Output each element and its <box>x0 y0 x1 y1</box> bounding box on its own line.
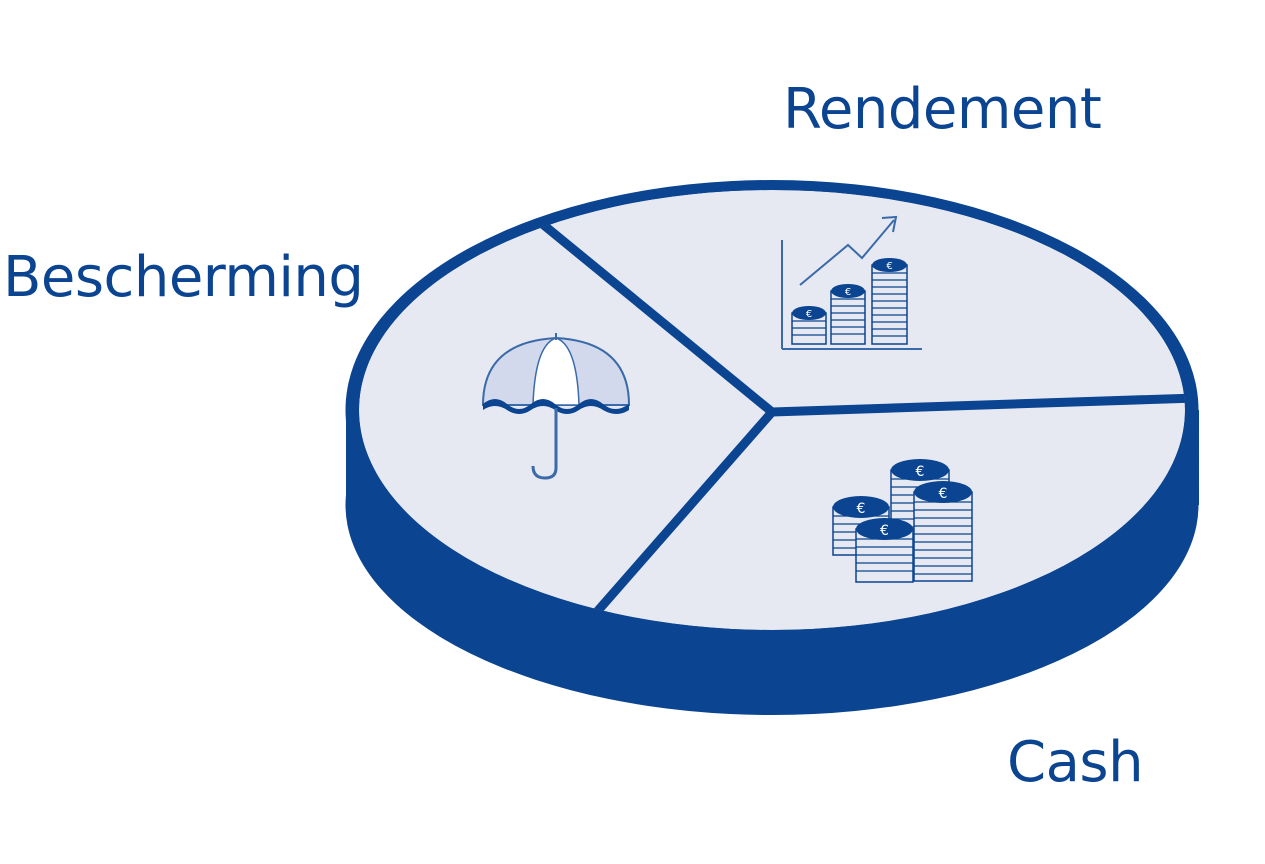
svg-text:€: € <box>886 261 892 272</box>
coin-stacks-icon: € € <box>832 459 973 583</box>
divider-cash-bescherming <box>584 409 776 625</box>
label-cash: Cash <box>1007 730 1144 795</box>
label-bescherming: Bescherming <box>3 245 364 310</box>
divider-rendement-cash <box>771 393 1185 417</box>
svg-text:€: € <box>939 486 948 502</box>
svg-text:€: € <box>880 523 889 539</box>
svg-text:€: € <box>916 464 925 480</box>
pie-top <box>359 190 1185 630</box>
svg-text:€: € <box>857 501 866 517</box>
label-rendement: Rendement <box>783 77 1102 142</box>
svg-text:€: € <box>806 309 812 320</box>
umbrella-icon <box>481 333 631 480</box>
divider-bescherming-rendement <box>537 218 775 416</box>
svg-text:€: € <box>845 287 851 298</box>
growth-chart-coins-icon: € € <box>781 215 922 350</box>
